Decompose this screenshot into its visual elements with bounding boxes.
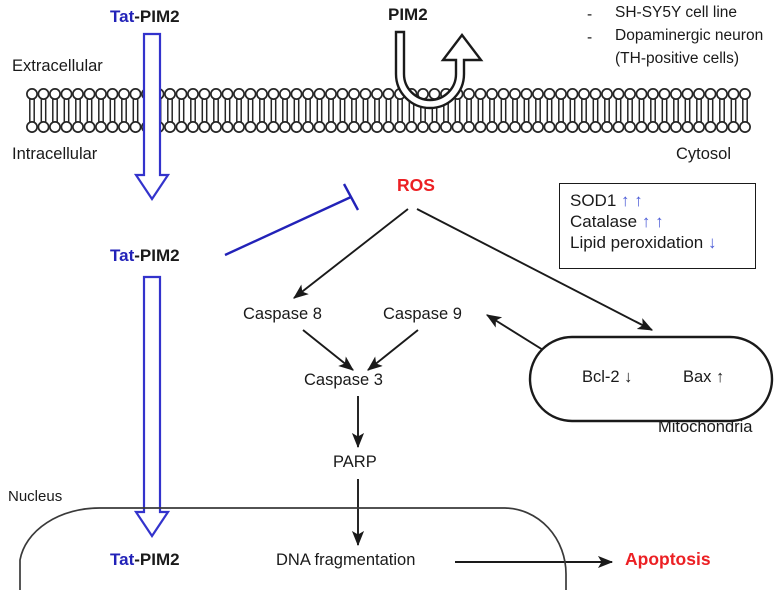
nucleus-shape bbox=[19, 507, 567, 590]
node-ros: ROS bbox=[397, 175, 435, 195]
box-row-sod1: SOD1 ↑ ↑ bbox=[570, 191, 643, 210]
node-apoptosis: Apoptosis bbox=[625, 549, 711, 569]
node-tat-pim2-cytosol: Tat-PIM2 bbox=[110, 246, 180, 265]
plasma-membrane bbox=[26, 88, 751, 133]
mitochondria-shape bbox=[528, 335, 774, 423]
antioxidant-marker-box: SOD1 ↑ ↑ Catalase ↑ ↑ Lipid peroxidation… bbox=[559, 183, 756, 269]
label-mitochondria: Mitochondria bbox=[658, 418, 753, 436]
legend-item-neuron: Dopaminergic neuron bbox=[615, 27, 764, 44]
node-tat-pim2-nucleus: Tat-PIM2 bbox=[110, 550, 180, 569]
node-pim2: PIM2 bbox=[388, 5, 428, 24]
box-row-lipid-peroxidation: Lipid peroxidation ↓ bbox=[570, 233, 717, 253]
node-caspase-3: Caspase 3 bbox=[304, 371, 383, 389]
pim2-recycle-arrow bbox=[394, 30, 484, 110]
label-intracellular: Intracellular bbox=[12, 145, 98, 163]
node-bax: Bax ↑ bbox=[683, 368, 725, 386]
node-dna-fragmentation: DNA fragmentation bbox=[276, 551, 416, 569]
arrow-caspase9-to-caspase3 bbox=[367, 329, 419, 371]
node-caspase-8: Caspase 8 bbox=[243, 305, 322, 323]
label-extracellular: Extracellular bbox=[12, 57, 103, 75]
ros-inhibition-connector bbox=[224, 183, 360, 257]
legend-dash-2: - bbox=[587, 29, 593, 46]
arrow-ros-to-mitochondria bbox=[416, 208, 654, 331]
box-row-catalase: Catalase ↑ ↑ bbox=[570, 212, 664, 232]
label-nucleus: Nucleus bbox=[8, 488, 63, 505]
node-caspase-9: Caspase 9 bbox=[383, 305, 462, 323]
node-bcl2: Bcl-2 ↓ bbox=[582, 368, 633, 386]
label-cytosol: Cytosol bbox=[676, 145, 732, 163]
legend-dash-1: - bbox=[587, 6, 593, 23]
node-tat-pim2-top: Tat-PIM2 bbox=[110, 7, 180, 26]
tat-pim2-nuclear-arrow bbox=[133, 275, 171, 538]
arrow-ros-to-caspase8 bbox=[293, 208, 409, 299]
tat-pim2-entry-arrow bbox=[133, 32, 171, 201]
node-parp: PARP bbox=[333, 453, 377, 471]
arrow-caspase8-to-caspase3 bbox=[302, 329, 354, 371]
legend-item-cell-line: SH-SY5Y cell line bbox=[615, 4, 738, 21]
legend-item-th-positive: (TH-positive cells) bbox=[615, 50, 740, 67]
